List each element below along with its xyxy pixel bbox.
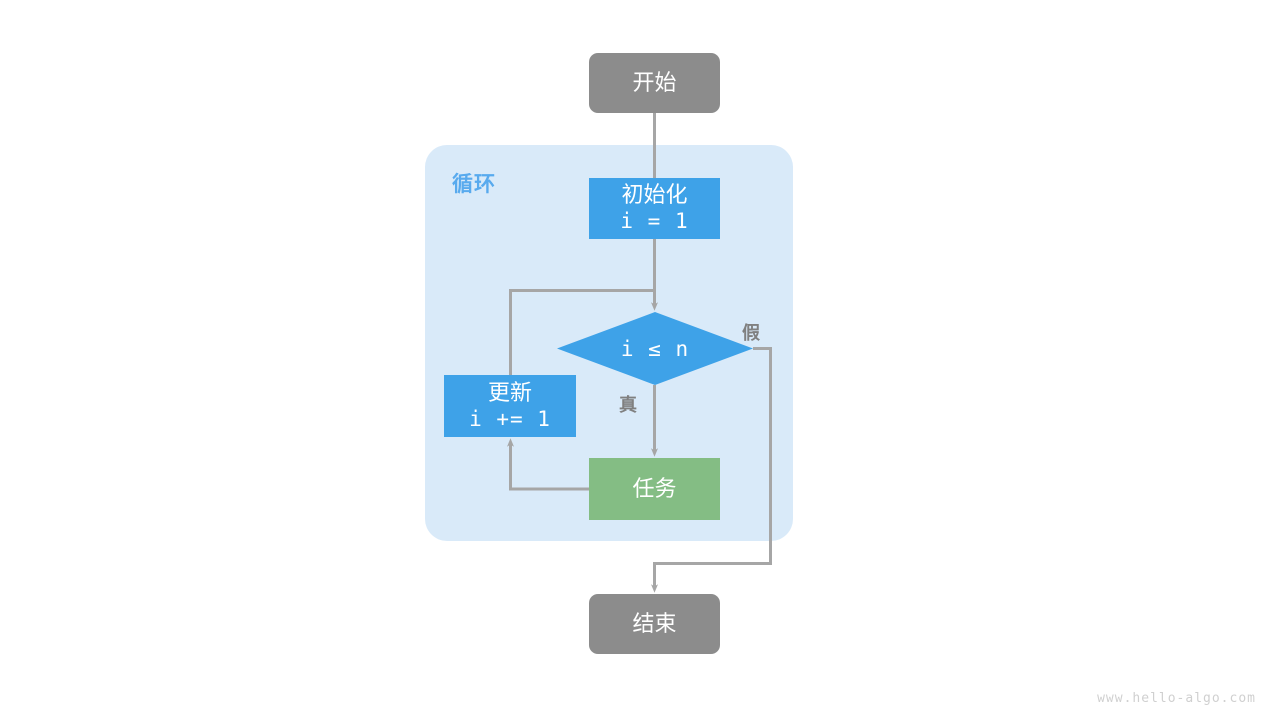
edge-condition-false-to-end [651,347,772,593]
node-task-label: 任务 [632,475,677,501]
node-update[interactable]: 更新 i += 1 [444,375,576,437]
edge-label-true: 真 [619,395,637,415]
node-task[interactable]: 任务 [589,458,720,520]
node-condition-label: i ≤ n [620,336,690,361]
loop-container-label: 循环 [452,173,496,196]
node-end-label: 结束 [632,610,677,636]
node-update-label: 更新 [487,379,532,405]
node-end[interactable]: 结束 [589,594,720,654]
node-start-label: 开始 [632,69,677,95]
node-init-label: 初始化 [621,182,688,208]
watermark: www.hello-algo.com [1097,691,1256,706]
node-init[interactable]: 初始化 i = 1 [589,178,720,239]
edge-task-to-update [507,438,589,491]
node-init-code: i = 1 [620,209,689,234]
edge-label-false: 假 [742,323,760,343]
edge-update-to-condition [509,289,655,375]
node-condition[interactable]: i ≤ n [557,312,753,385]
node-start[interactable]: 开始 [589,53,720,113]
node-update-code: i += 1 [469,406,551,431]
